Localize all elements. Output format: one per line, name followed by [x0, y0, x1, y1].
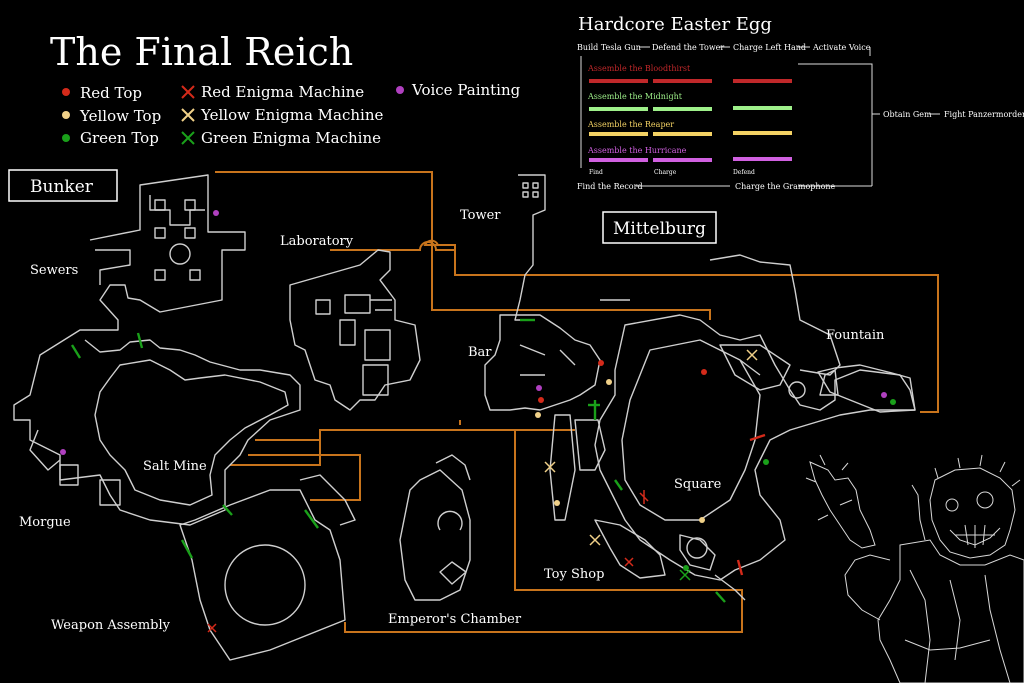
- ee-sword-hurricane: Assemble the Hurricane: [587, 146, 687, 155]
- legend-yellow-enigma: Yellow Enigma Machine: [181, 106, 383, 124]
- easter-egg-title: Hardcore Easter Egg: [578, 14, 772, 35]
- legend-yellow-top: Yellow Top: [62, 107, 161, 125]
- yellow-top-marker-dot-icon[interactable]: [699, 517, 705, 523]
- area-tower: Tower: [460, 208, 501, 223]
- area-bar: Bar: [468, 345, 492, 360]
- yellow-enigma-marker-cross-icon[interactable]: [544, 461, 556, 473]
- ee-bars: [589, 79, 792, 162]
- ee-step-find-the-record: Find the Record: [577, 182, 643, 191]
- easter-egg-flowchart: Hardcore Easter Egg Build Tesla Gun Defe…: [577, 14, 1024, 191]
- red-enigma-marker-cross-icon[interactable]: [207, 623, 217, 633]
- ee-sword-reaper: Assemble the Reaper: [587, 120, 674, 129]
- red-top-marker-dot-icon[interactable]: [598, 360, 604, 366]
- legend-voice-painting: Voice Painting: [396, 81, 521, 99]
- map-markers: [60, 210, 896, 633]
- area-fountain: Fountain: [826, 328, 885, 343]
- map-title: The Final Reich: [50, 30, 353, 74]
- doorways: [70, 318, 766, 603]
- area-emperors-chamber: Emperor's Chamber: [388, 612, 522, 627]
- green-enigma-cross-icon: [181, 131, 195, 145]
- area-sewers: Sewers: [30, 263, 78, 278]
- legend: Red Top Yellow Top Green Top Red Enigma …: [62, 81, 521, 147]
- zone-mittelburg-label: Mittelburg: [613, 219, 706, 239]
- legend-yellow-top-label: Yellow Top: [79, 107, 161, 125]
- yellow-top-marker-dot-icon[interactable]: [554, 500, 560, 506]
- ee-step-charge-the-gramophone: Charge the Gramophone: [735, 182, 836, 191]
- legend-red-top-label: Red Top: [80, 84, 142, 102]
- area-weapon-assembly: Weapon Assembly: [51, 618, 171, 633]
- area-toy-shop: Toy Shop: [544, 567, 604, 582]
- ee-step-build-tesla-gun: Build Tesla Gun: [577, 43, 641, 52]
- legend-red-enigma-label: Red Enigma Machine: [201, 83, 364, 101]
- yellow-enigma-cross-icon: [181, 108, 195, 122]
- zone-bunker: Bunker: [8, 169, 118, 202]
- red-enigma-marker-cross-icon[interactable]: [639, 490, 649, 504]
- ee-col-charge: Charge: [654, 169, 677, 176]
- green-top-marker-dot-icon[interactable]: [890, 399, 896, 405]
- ee-step-obtain-gem: Obtain Gem: [883, 110, 932, 119]
- ee-sword-bloodthirst: Assemble the Bloodthirst: [587, 64, 691, 73]
- green-enigma-marker-cross-icon[interactable]: [679, 569, 691, 581]
- yellow-top-dot-icon: [62, 111, 70, 119]
- map-walls: [13, 174, 916, 661]
- area-morgue: Morgue: [19, 515, 71, 530]
- red-enigma-marker-cross-icon[interactable]: [624, 557, 634, 567]
- voice-painting-marker-dot-icon[interactable]: [881, 392, 887, 398]
- voice-painting-marker-dot-icon[interactable]: [60, 449, 66, 455]
- voice-painting-dot-icon: [396, 86, 404, 94]
- yellow-enigma-marker-cross-icon[interactable]: [589, 534, 601, 546]
- ee-step-fight-panzermorder: Fight Panzermorder: [944, 110, 1024, 119]
- zone-bunker-label: Bunker: [30, 177, 94, 197]
- red-enigma-cross-icon: [181, 85, 195, 99]
- green-top-marker-dot-icon[interactable]: [763, 459, 769, 465]
- area-square: Square: [674, 477, 722, 492]
- yellow-top-marker-dot-icon[interactable]: [535, 412, 541, 418]
- legend-green-top: Green Top: [62, 129, 159, 147]
- green-top-dot-icon: [62, 134, 70, 142]
- legend-red-enigma: Red Enigma Machine: [181, 83, 364, 101]
- yellow-top-marker-dot-icon[interactable]: [606, 379, 612, 385]
- legend-green-top-label: Green Top: [80, 129, 159, 147]
- voice-painting-marker-dot-icon[interactable]: [213, 210, 219, 216]
- legend-yellow-enigma-label: Yellow Enigma Machine: [200, 106, 383, 124]
- legend-voice-painting-label: Voice Painting: [411, 81, 521, 99]
- area-labels: Sewers Laboratory Tower Bar Fountain Sal…: [19, 208, 885, 633]
- ee-step-defend-the-tower: Defend the Tower: [652, 43, 724, 52]
- legend-green-enigma: Green Enigma Machine: [181, 129, 381, 147]
- ee-col-find: Find: [589, 169, 603, 176]
- red-top-dot-icon: [62, 88, 70, 96]
- panzermorder-line-art: [805, 454, 1024, 683]
- legend-green-enigma-label: Green Enigma Machine: [201, 129, 381, 147]
- ee-step-charge-left-hand: Charge Left Hand: [733, 43, 806, 52]
- ee-sword-midnight: Assemble the Midnight: [587, 92, 683, 101]
- red-top-marker-dot-icon[interactable]: [538, 397, 544, 403]
- voice-painting-marker-dot-icon[interactable]: [536, 385, 542, 391]
- legend-red-top: Red Top: [62, 84, 142, 102]
- yellow-enigma-marker-cross-icon[interactable]: [746, 349, 758, 361]
- green-top-marker-dot-icon[interactable]: [683, 565, 689, 571]
- red-top-marker-dot-icon[interactable]: [701, 369, 707, 375]
- ee-step-activate-voice: Activate Voice: [812, 43, 871, 52]
- area-laboratory: Laboratory: [280, 234, 354, 249]
- ee-col-defend: Defend: [733, 169, 755, 176]
- area-salt-mine: Salt Mine: [143, 459, 207, 474]
- zone-mittelburg: Mittelburg: [602, 211, 717, 244]
- orange-routes: [215, 171, 939, 633]
